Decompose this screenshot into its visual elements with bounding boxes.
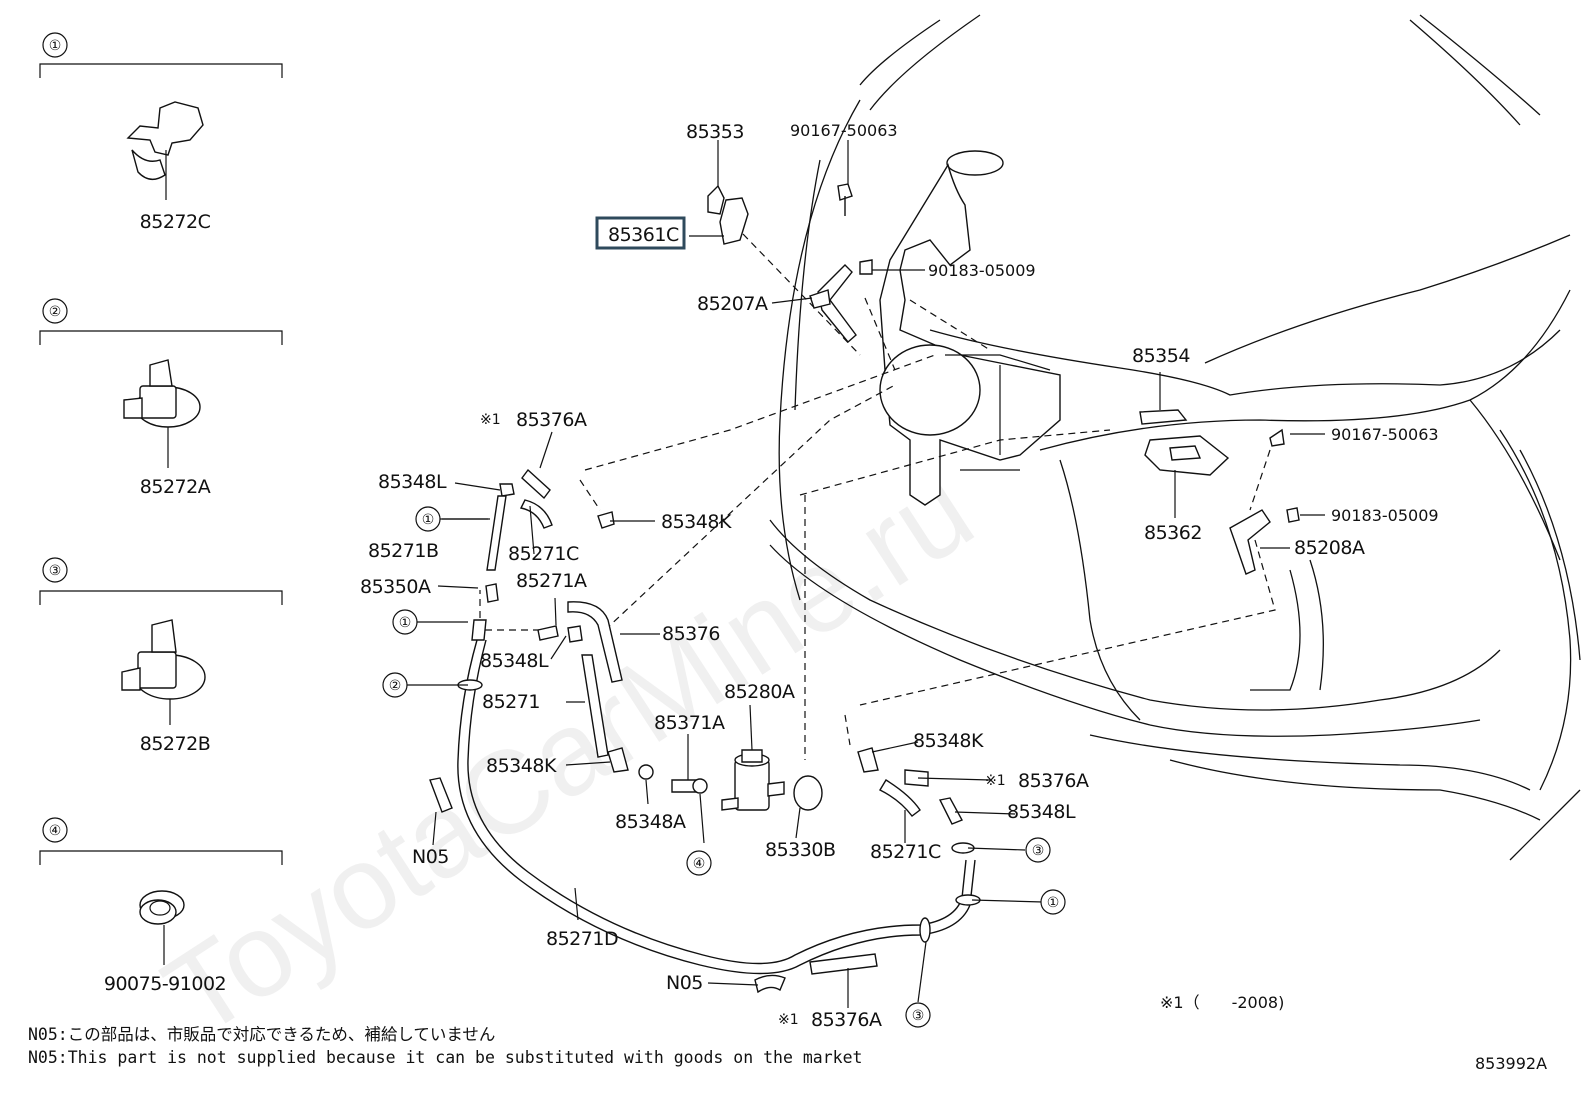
svg-text:①: ① — [399, 615, 412, 631]
nozzle-assembly-right — [1139, 409, 1300, 575]
clip-icon — [126, 101, 204, 200]
callout-85348K[interactable]: 85348K — [913, 730, 984, 752]
ref-mark-1: ① — [415, 506, 441, 532]
callout-85362[interactable]: 85362 — [1144, 522, 1202, 544]
legend-item-4[interactable]: ④ 90075-91002 — [39, 817, 283, 995]
svg-text:③: ③ — [1032, 843, 1045, 859]
legend-item-2[interactable]: ② 85272A — [39, 298, 283, 498]
note-english: N05:This part is not supplied because it… — [28, 1048, 862, 1067]
callout-85271D[interactable]: 85271D — [546, 928, 619, 950]
callout-85271C[interactable]: 85271C — [870, 841, 941, 863]
callout-85371A[interactable]: 85371A — [654, 712, 725, 734]
legend-num: ③ — [49, 563, 62, 579]
legend-item-1[interactable]: ① 85272C — [39, 32, 283, 233]
callout-85280A[interactable]: 85280A — [724, 681, 795, 703]
kome-mark: ※1 — [778, 1012, 799, 1028]
callout-85271A[interactable]: 85271A — [516, 570, 587, 592]
callout-85330B[interactable]: 85330B — [765, 839, 836, 861]
svg-text:④: ④ — [693, 856, 706, 872]
callout-90183-05009[interactable]: 90183-05009 — [928, 261, 1036, 280]
callout-N05[interactable]: N05 — [412, 846, 449, 868]
part-callouts: 85353 90167-50063 85361C 90183-05009 852… — [360, 121, 1439, 1031]
ref-mark-1: ① — [1040, 889, 1066, 915]
callout-90183-05009[interactable]: 90183-05009 — [1331, 506, 1439, 525]
diagram-code: 853992A — [1475, 1054, 1547, 1073]
callout-85207A[interactable]: 85207A — [697, 293, 768, 315]
legend-panel: ① 85272C ② 85272A — [39, 32, 283, 995]
note-japanese: N05:この部品は、市販品で対応できるため、補給していません — [28, 1025, 495, 1044]
callout-85348A[interactable]: 85348A — [615, 811, 686, 833]
kome-mark: ※1 — [985, 773, 1006, 789]
callout-85348L[interactable]: 85348L — [378, 471, 447, 493]
callout-85348L[interactable]: 85348L — [480, 650, 549, 672]
washer-hoses — [429, 468, 981, 994]
ref-mark-3: ③ — [1025, 837, 1051, 863]
legend-item-3[interactable]: ③ 85272B — [39, 557, 283, 755]
hose-clamp-icon — [139, 890, 185, 965]
callout-N05[interactable]: N05 — [666, 972, 703, 994]
clamp-icon — [123, 359, 201, 468]
svg-text:②: ② — [389, 678, 402, 694]
callout-85376A[interactable]: 85376A — [516, 409, 587, 431]
footnote-symbol: ※1（ -2008) — [1160, 993, 1284, 1012]
ref-mark-2: ② — [382, 672, 408, 698]
svg-text:①: ① — [1047, 895, 1060, 911]
reference-marks: ① ① ② ④ ③ ① ③ — [382, 506, 1066, 1028]
ref-mark-4: ④ — [686, 850, 712, 876]
callout-85376A[interactable]: 85376A — [811, 1009, 882, 1031]
callout-85376A[interactable]: 85376A — [1018, 770, 1089, 792]
washer-tank — [879, 150, 1061, 506]
callout-85350A[interactable]: 85350A — [360, 576, 431, 598]
kome-mark: ※1 — [480, 412, 501, 428]
legend-num: ① — [49, 38, 62, 54]
callout-90167-50063[interactable]: 90167-50063 — [790, 121, 898, 140]
callout-85361C[interactable]: 85361C — [608, 224, 679, 246]
callout-85271[interactable]: 85271 — [482, 691, 540, 713]
legend-num: ④ — [49, 823, 62, 839]
callout-85208A[interactable]: 85208A — [1294, 537, 1365, 559]
callout-85348K[interactable]: 85348K — [486, 755, 557, 777]
legend-part-label: 90075-91002 — [104, 973, 226, 995]
callout-85353[interactable]: 85353 — [686, 121, 744, 143]
vehicle-body-outline — [769, 14, 1581, 861]
clamp-icon — [121, 619, 206, 725]
nozzle-assembly-left — [707, 183, 873, 344]
callout-85354[interactable]: 85354 — [1132, 345, 1191, 367]
highlight-box — [595, 216, 686, 250]
callout-90167-50063[interactable]: 90167-50063 — [1331, 425, 1439, 444]
legend-num: ② — [49, 304, 62, 320]
callout-85376[interactable]: 85376 — [662, 623, 720, 645]
routing-dashed-lines — [479, 233, 1276, 760]
legend-part-label: 85272A — [140, 476, 211, 498]
callout-85348L[interactable]: 85348L — [1007, 801, 1076, 823]
washer-pump — [721, 749, 785, 811]
callout-85271C[interactable]: 85271C — [508, 543, 579, 565]
legend-part-label: 85272B — [140, 733, 210, 755]
legend-part-label: 85272C — [140, 211, 211, 233]
ref-mark-3: ③ — [905, 1002, 931, 1028]
ref-mark-1: ① — [392, 609, 418, 635]
callout-85348K[interactable]: 85348K — [661, 511, 732, 533]
svg-text:①: ① — [422, 512, 435, 528]
svg-text:③: ③ — [912, 1008, 925, 1024]
callout-85271B[interactable]: 85271B — [368, 540, 439, 562]
